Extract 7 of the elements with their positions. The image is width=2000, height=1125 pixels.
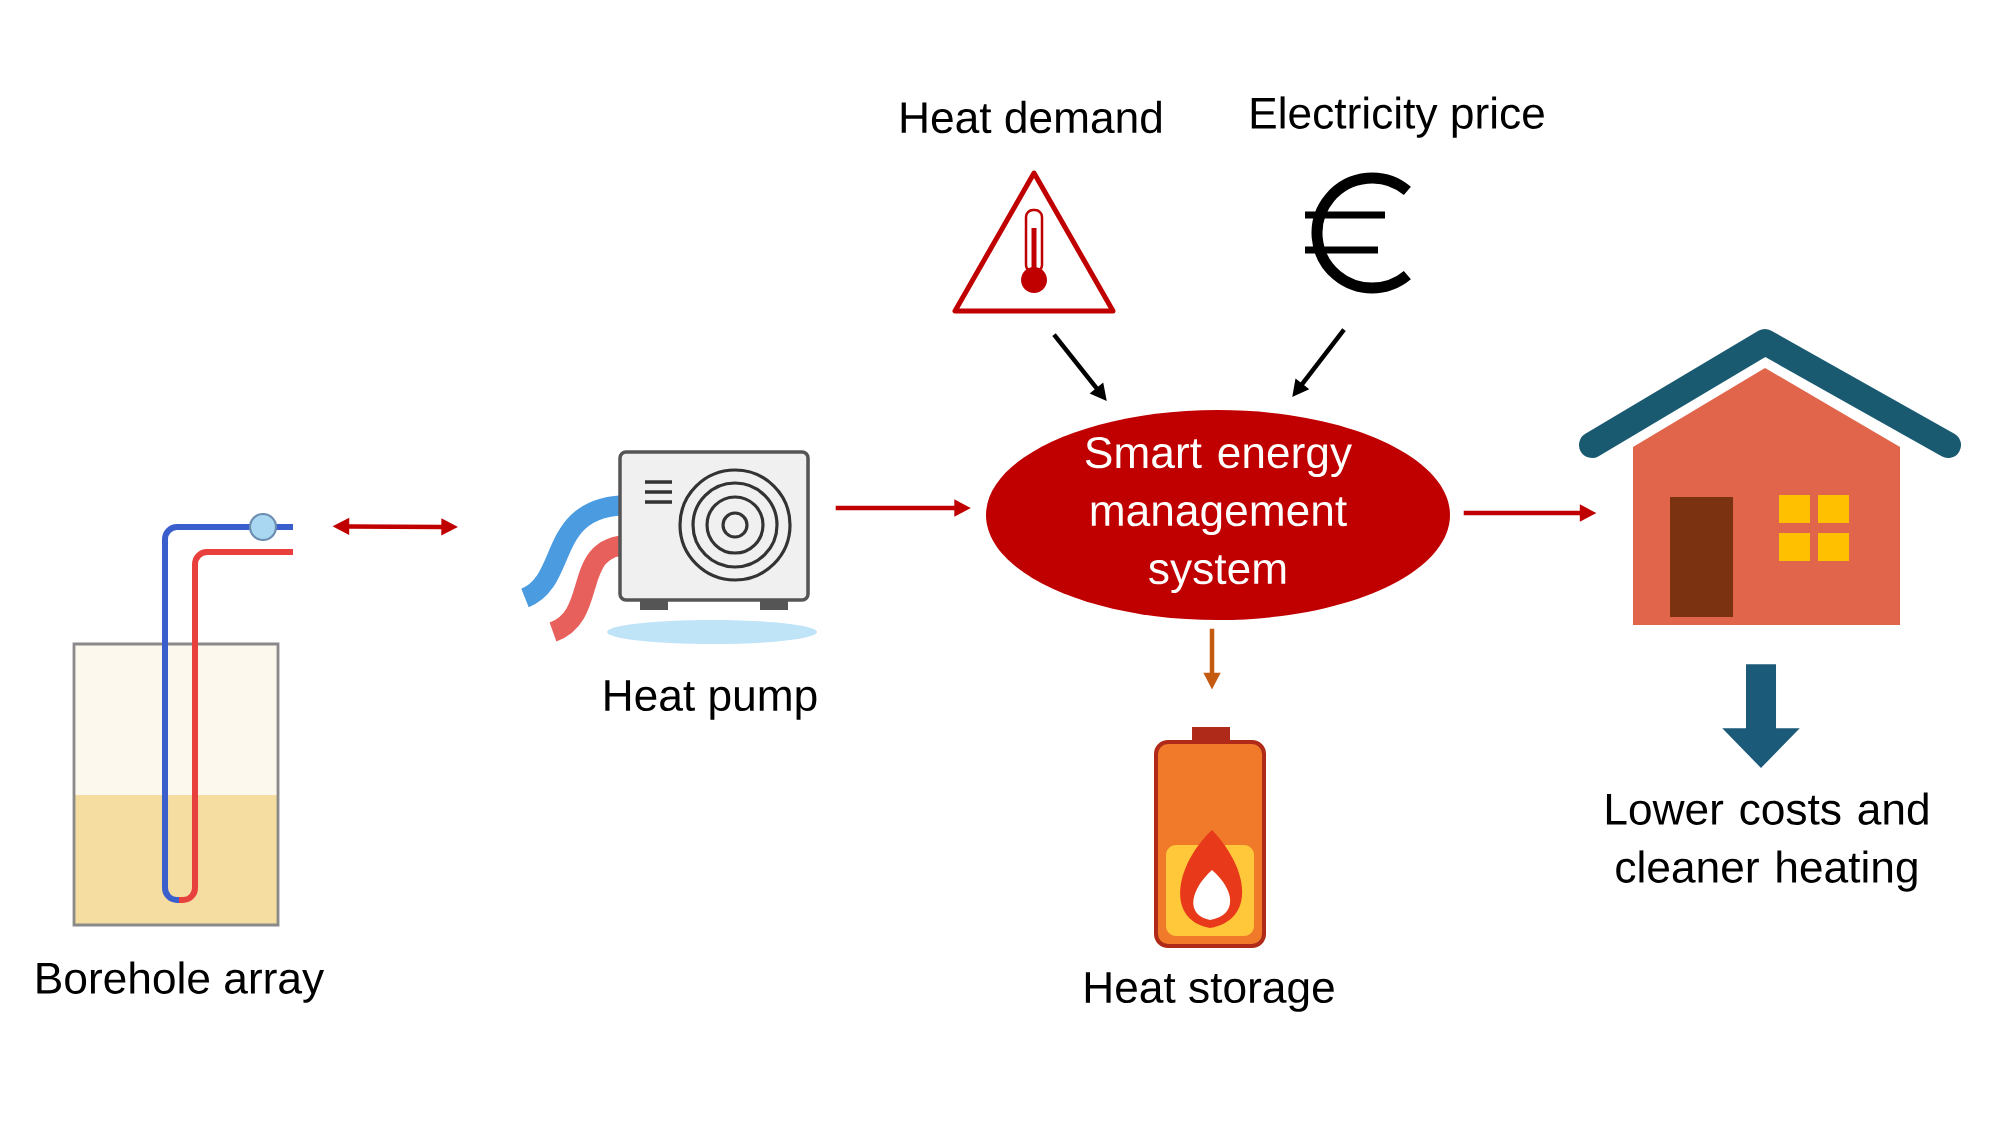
node-label: Heat storage xyxy=(1085,972,1334,1012)
node-label: Borehole array xyxy=(37,961,325,1003)
node-label: Heat demand xyxy=(901,100,1161,134)
node-label: Electricity price xyxy=(1251,96,1544,138)
house-drawing xyxy=(1579,329,1961,625)
node-label: Heat pump xyxy=(605,680,817,720)
caption: Lower costs and cleaner heating xyxy=(1606,792,1928,892)
